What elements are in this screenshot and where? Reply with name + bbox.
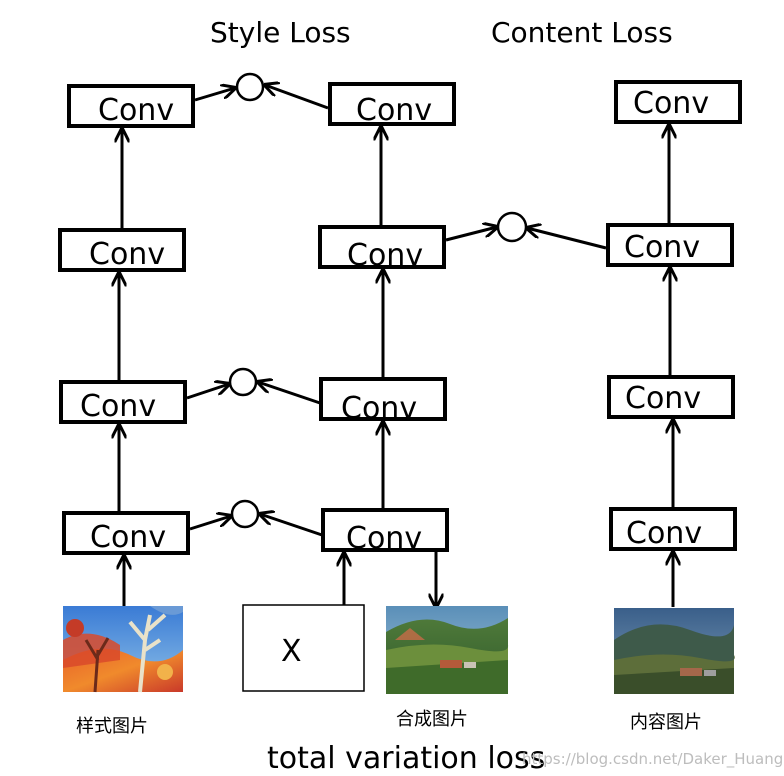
synth-conv-1: Conv <box>321 508 449 556</box>
style-loss-node-top <box>194 72 329 110</box>
style-loss-node-middle <box>186 367 321 405</box>
content-image <box>614 608 735 694</box>
style-conv-2: Conv <box>59 380 187 424</box>
conv-label: Conv <box>625 381 701 416</box>
conv-label: Conv <box>90 520 166 555</box>
synthesized-image-caption: 合成图片 <box>396 709 468 730</box>
conv-label: Conv <box>89 237 165 272</box>
style-conv-4: Conv <box>67 84 195 128</box>
content-image-caption: 内容图片 <box>630 712 702 733</box>
conv-label: Conv <box>624 230 700 265</box>
watermark-url: https://blog.csdn.net/Daker_Huang <box>522 750 783 769</box>
content-conv-3: Conv <box>606 223 734 267</box>
x-input-box: X <box>242 604 365 692</box>
conv-label: Conv <box>626 516 702 551</box>
style-conv-3: Conv <box>58 228 186 272</box>
synth-conv-4: Conv <box>328 82 456 128</box>
content-conv-2: Conv <box>607 375 735 419</box>
synthesized-image <box>386 606 509 694</box>
content-loss-title: Content Loss <box>491 16 673 49</box>
conv-label: Conv <box>341 391 417 426</box>
style-loss-title: Style Loss <box>210 16 351 49</box>
total-variation-loss-label: total variation loss <box>267 741 545 776</box>
content-loss-node <box>445 211 607 250</box>
synth-conv-3: Conv <box>318 225 446 273</box>
synth-conv-2: Conv <box>319 377 447 426</box>
style-image-caption: 样式图片 <box>76 716 148 737</box>
conv-label: Conv <box>98 93 174 128</box>
conv-label: Conv <box>347 238 423 273</box>
style-image <box>63 606 183 693</box>
content-conv-1: Conv <box>609 507 737 551</box>
conv-label: Conv <box>356 93 432 128</box>
conv-label: Conv <box>80 389 156 424</box>
conv-label: Conv <box>633 86 709 121</box>
style-conv-1: Conv <box>62 511 190 555</box>
conv-label: Conv <box>346 521 422 556</box>
style-loss-node-bottom <box>189 499 323 537</box>
content-conv-4: Conv <box>614 80 742 124</box>
x-input-label: X <box>281 634 302 669</box>
